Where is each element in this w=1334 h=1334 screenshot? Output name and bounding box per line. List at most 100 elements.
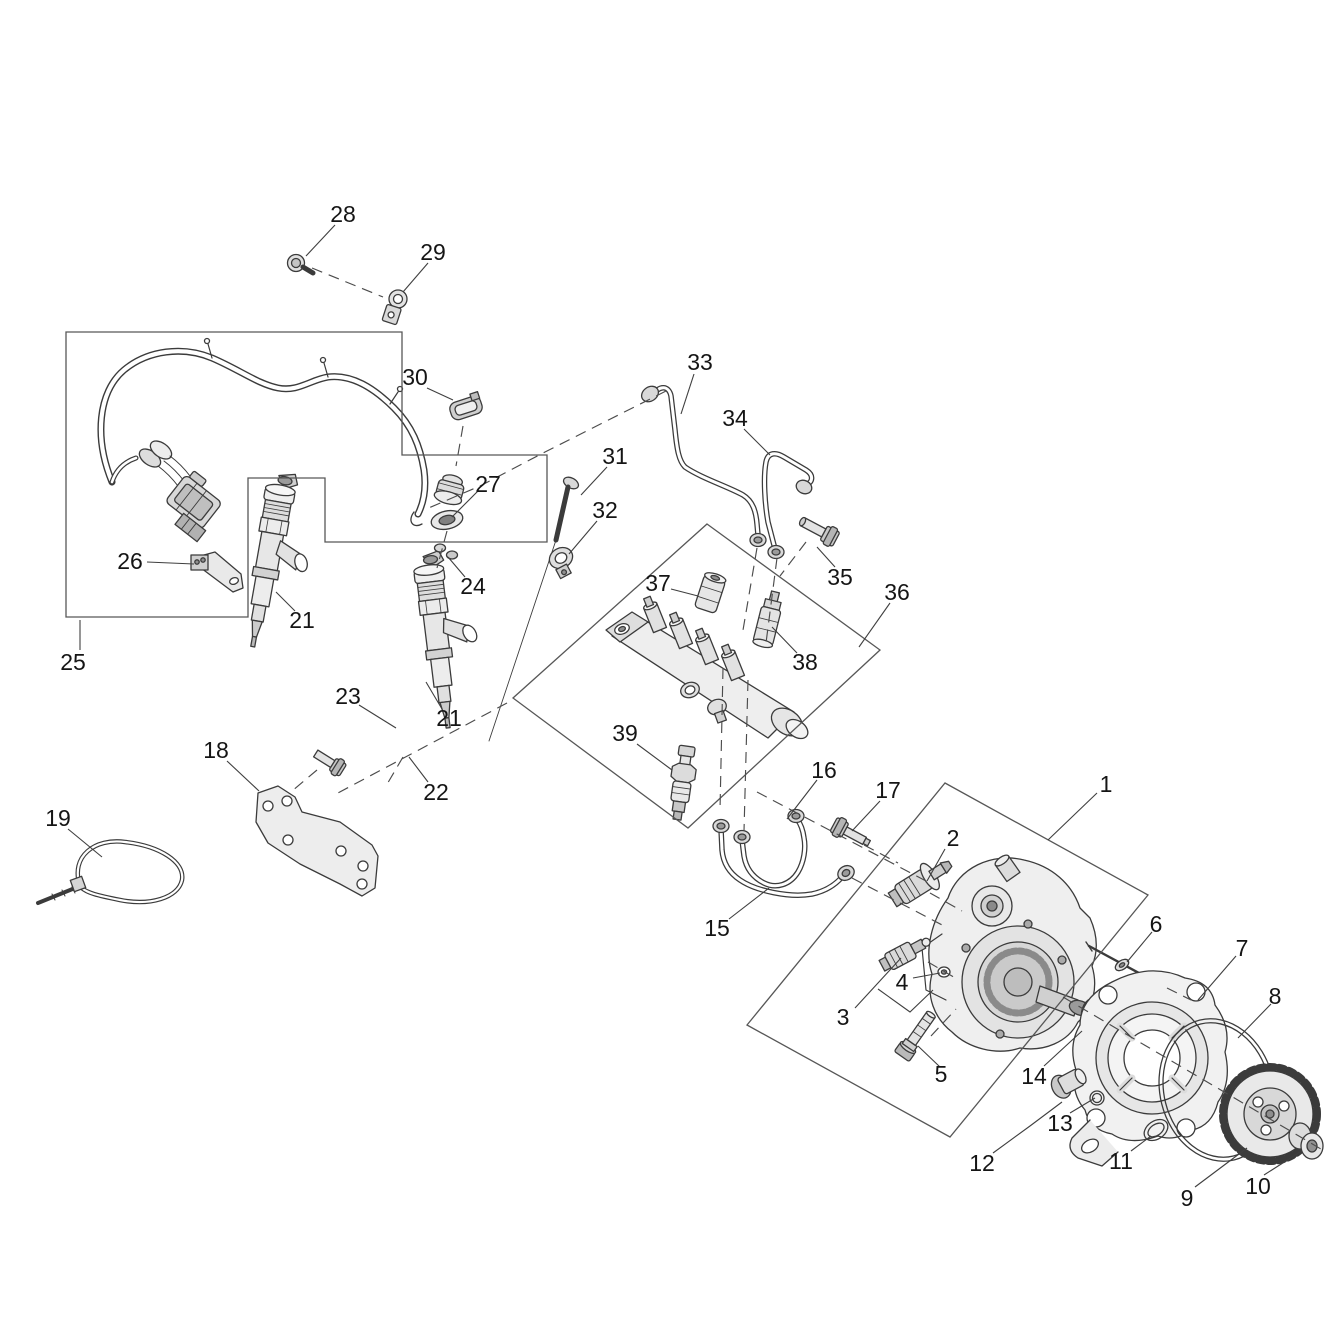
part-label-14: 14 — [1021, 1063, 1047, 1089]
cable-tie-part — [36, 839, 185, 905]
plug-o-ring-part — [1089, 1090, 1105, 1106]
leader-line-1 — [1047, 792, 1098, 841]
pump-sensor-2-part — [887, 860, 953, 908]
leader-line-10 — [1263, 1151, 1301, 1176]
leader-lines-layer — [67, 224, 1301, 1188]
centerline-8 — [741, 547, 758, 637]
part-label-5: 5 — [935, 1061, 948, 1087]
centerline-20 — [779, 541, 807, 577]
leader-line-29 — [402, 262, 429, 293]
part-label-15: 15 — [704, 915, 730, 941]
injection-pump-group-box — [746, 782, 1149, 1138]
harness-clamp-part — [190, 551, 244, 593]
connector-part — [449, 390, 483, 421]
part-label-31: 31 — [602, 443, 628, 469]
leader-line-9 — [1194, 1147, 1248, 1188]
centerline-17 — [930, 1008, 957, 1037]
centerline-7 — [291, 769, 318, 792]
part-label-34: 34 — [722, 405, 748, 431]
part-label-17: 17 — [875, 777, 901, 803]
part-label-4: 4 — [896, 969, 909, 995]
regulator-part — [430, 474, 465, 560]
bolt-28-part — [286, 253, 316, 276]
harness-and-injector-group-box — [65, 331, 548, 618]
mounting-bracket-part — [255, 749, 379, 897]
part-label-12: 12 — [969, 1150, 995, 1176]
part-label-26: 26 — [117, 548, 143, 574]
pump-cover-part — [1069, 970, 1228, 1167]
dashed-centerlines-layer — [291, 267, 1327, 1153]
part-label-10: 10 — [1245, 1173, 1271, 1199]
centerline-5 — [385, 756, 404, 787]
leader-line-38 — [771, 626, 798, 654]
leader-line-21b — [425, 681, 443, 710]
part-label-7: 7 — [1236, 935, 1249, 961]
part-label-27: 27 — [475, 471, 501, 497]
rod-clamp-part — [548, 546, 574, 580]
part-label-22: 22 — [423, 779, 449, 805]
leader-line-31 — [580, 466, 608, 496]
fuel-pipe-15-part — [712, 818, 855, 898]
centerline-18 — [1062, 996, 1327, 1153]
leader-line-11 — [1130, 1135, 1152, 1152]
leader-line-18 — [226, 760, 260, 792]
part-label-33: 33 — [687, 349, 713, 375]
leader-line-8 — [1237, 1003, 1272, 1039]
leader-line-24 — [447, 556, 466, 578]
leader-line-2 — [926, 848, 946, 882]
flange-bolt-35-part — [798, 516, 840, 547]
fuel-pipe-33-part — [640, 385, 767, 548]
fuel-rail-part — [605, 595, 809, 740]
leader-line-27 — [451, 490, 479, 518]
part-label-1: 1 — [1100, 771, 1113, 797]
leader-line-13 — [1069, 1097, 1096, 1114]
leader-line-21a — [275, 591, 296, 612]
leader-line-32 — [568, 520, 598, 555]
leader-line-4 — [912, 972, 941, 979]
part-label-30: 30 — [402, 364, 428, 390]
leader-line-30 — [426, 387, 454, 401]
part-label-16: 16 — [811, 757, 837, 783]
centerline-11 — [743, 679, 749, 832]
part-label-32: 32 — [592, 497, 618, 523]
fuel-pipe-16-part — [733, 808, 808, 889]
leader-line-22 — [408, 756, 429, 783]
centerline-2 — [423, 390, 667, 511]
part-label-3: 3 — [837, 1004, 850, 1030]
leader-line-33 — [680, 373, 695, 415]
centerline-12 — [756, 791, 929, 883]
wiring-harness-part — [97, 337, 429, 543]
leader-line-34 — [743, 428, 771, 456]
centerline-14 — [863, 844, 899, 864]
part-label-37: 37 — [645, 570, 671, 596]
fuel-pipe-34-part — [761, 451, 815, 560]
leader-line-35 — [816, 546, 836, 568]
leader-line-23 — [358, 704, 397, 729]
part-label-39: 39 — [612, 720, 638, 746]
part-label-9: 9 — [1181, 1185, 1194, 1211]
centerline-10 — [719, 667, 724, 811]
part-label-29: 29 — [420, 239, 446, 265]
clamp-29-part — [381, 289, 408, 326]
bolt-5-part — [894, 1010, 936, 1062]
leader-line-19 — [67, 828, 103, 858]
part-label-23: 23 — [335, 683, 361, 709]
part-label-28: 28 — [330, 201, 356, 227]
leader-line-4 — [877, 988, 934, 1013]
part-label-19: 19 — [45, 805, 71, 831]
leader-line-3 — [854, 957, 902, 1009]
part-label-6: 6 — [1150, 911, 1163, 937]
part-label-38: 38 — [792, 649, 818, 675]
leader-line-28 — [305, 224, 336, 257]
part-label-35: 35 — [827, 564, 853, 590]
centerline-6 — [335, 702, 508, 795]
leader-line-5 — [917, 1045, 941, 1068]
leader-line-37 — [670, 588, 699, 597]
part-label-2: 2 — [947, 825, 960, 851]
seal-11-part — [1143, 1118, 1169, 1142]
rail-fitting-37-part — [694, 572, 727, 614]
centerline-9 — [765, 557, 778, 644]
